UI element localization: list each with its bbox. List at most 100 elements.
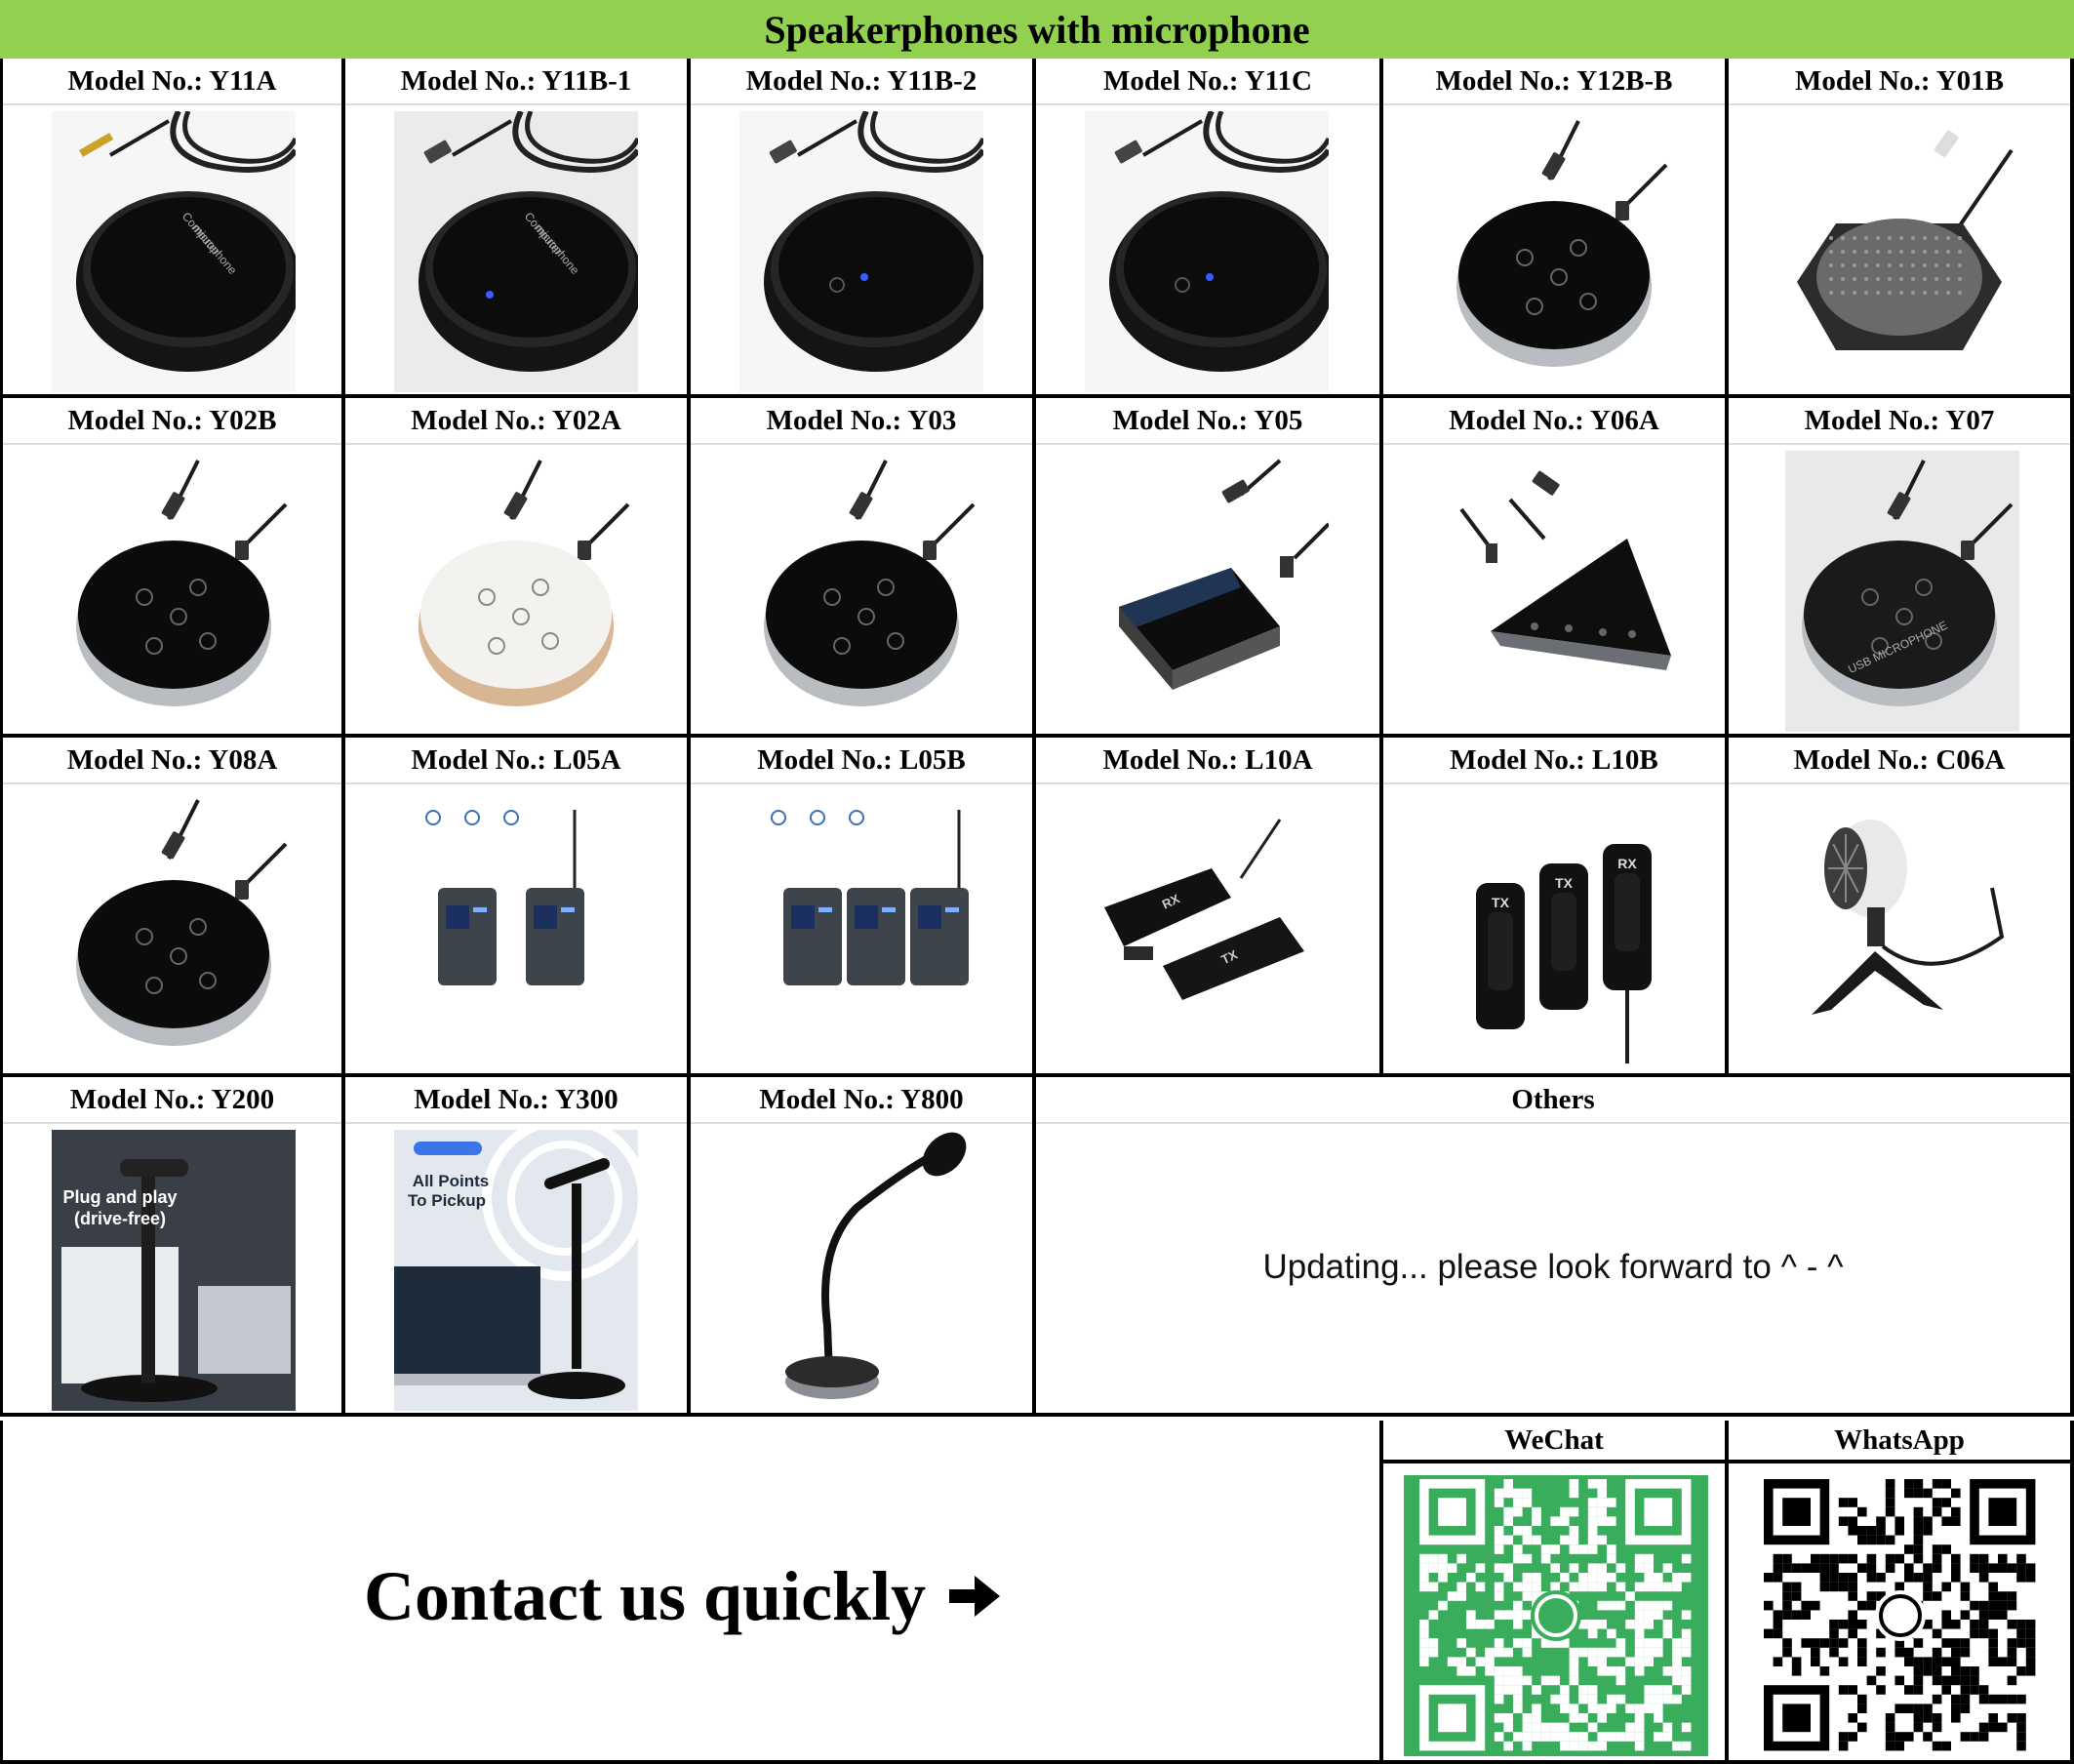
- product-image: [1459, 470, 1671, 670]
- contact-section: Contact us quickly: [0, 1421, 1383, 1764]
- product-photo: [394, 790, 638, 1071]
- others-updating-text: Updating... please look forward to ^ - ^: [1262, 1248, 1844, 1286]
- product-photo: [1777, 111, 2021, 392]
- product-model-label: Model No.: Y800: [691, 1077, 1032, 1124]
- wechat-icon: [1535, 1594, 1577, 1637]
- product-model-label: Model No.: Y02B: [3, 398, 341, 445]
- product-image: [1119, 459, 1329, 690]
- product-model-label: Model No.: Y11B-1: [345, 59, 687, 105]
- contact-heading-text: Contact us quickly: [364, 1556, 927, 1635]
- product-photo: [1432, 451, 1676, 732]
- wechat-label: WeChat: [1383, 1421, 1725, 1463]
- product-model-label: Model No.: L10B: [1383, 738, 1725, 784]
- svg-text:All Points: All Points: [413, 1172, 489, 1190]
- product-model-label: Model No.: Y08A: [3, 738, 341, 784]
- wechat-qr-cell: WeChat: [1383, 1421, 1729, 1764]
- product-image: [419, 460, 630, 706]
- product-card: Model No.: Y11B-2: [691, 59, 1036, 398]
- product-photo: [1432, 111, 1676, 392]
- svg-text:TX: TX: [1555, 875, 1574, 891]
- product-model-label: Model No.: Y06A: [1383, 398, 1725, 445]
- svg-text:To Pickup: To Pickup: [408, 1191, 486, 1210]
- product-model-label: Model No.: Y11B-2: [691, 59, 1032, 105]
- product-image: USB MICROPHONE: [1785, 451, 2019, 732]
- product-image: [1797, 130, 2014, 350]
- whatsapp-icon: [1879, 1594, 1922, 1637]
- product-model-label: Model No.: Y11C: [1036, 59, 1379, 105]
- product-model-label: Model No.: Y07: [1729, 398, 2070, 445]
- product-model-label: Model No.: Y01B: [1729, 59, 2070, 105]
- product-photo: RX TX: [1085, 790, 1329, 1071]
- svg-text:RX: RX: [1160, 891, 1182, 911]
- svg-text:(drive-free): (drive-free): [74, 1209, 166, 1228]
- svg-text:TX: TX: [1218, 946, 1240, 967]
- product-photo: USB MICROPHONE: [1777, 451, 2021, 732]
- product-photo: [394, 451, 638, 732]
- whatsapp-label: WhatsApp: [1729, 1421, 2070, 1463]
- wechat-qr-code[interactable]: [1404, 1475, 1708, 1756]
- product-image: RX TX: [1104, 819, 1304, 1000]
- product-model-label: Model No.: Y03: [691, 398, 1032, 445]
- product-image: [771, 810, 969, 985]
- product-card: Model No.: Y11C: [1036, 59, 1383, 398]
- page-title: Speakerphones with microphone: [0, 0, 2074, 62]
- product-photo: [1085, 111, 1329, 392]
- product-card: Model No.: Y02A: [345, 398, 691, 738]
- whatsapp-qr-code[interactable]: [1748, 1475, 2053, 1756]
- product-image: [76, 799, 288, 1046]
- product-photo: [52, 790, 296, 1071]
- product-photo: [739, 1130, 983, 1411]
- product-model-label: Model No.: Y300: [345, 1077, 687, 1124]
- arrow-right-icon: [947, 1573, 1002, 1620]
- product-model-label: Model No.: L05A: [345, 738, 687, 784]
- product-card: Model No.: L10A RX TX: [1036, 738, 1383, 1077]
- product-image: [764, 460, 976, 706]
- product-image: Plug and play (drive-free): [52, 1130, 296, 1411]
- product-card: Model No.: C06A: [1729, 738, 2074, 1077]
- others-label: Others: [1036, 1077, 2070, 1124]
- product-image: [425, 810, 584, 985]
- product-image: [785, 1132, 967, 1399]
- product-image: [739, 111, 983, 392]
- product-photo: [1085, 451, 1329, 732]
- product-card: Model No.: Y02B: [0, 398, 345, 738]
- product-card: Model No.: Y03: [691, 398, 1036, 738]
- product-image: [1812, 820, 2005, 1015]
- product-photo: [739, 790, 983, 1071]
- product-model-label: Model No.: Y200: [3, 1077, 341, 1124]
- svg-text:TX: TX: [1492, 895, 1510, 910]
- product-card: Model No.: Y800: [691, 1077, 1036, 1417]
- product-photo: [1777, 790, 2021, 1071]
- product-photo: [739, 451, 983, 732]
- product-model-label: Model No.: L10A: [1036, 738, 1379, 784]
- product-card: Model No.: Y05: [1036, 398, 1383, 738]
- product-model-label: Model No.: Y11A: [3, 59, 341, 105]
- svg-text:Plug and play: Plug and play: [62, 1187, 177, 1207]
- product-image: [1085, 111, 1329, 392]
- product-model-label: Model No.: C06A: [1729, 738, 2070, 784]
- product-photo: Plug and play (drive-free): [52, 1130, 296, 1411]
- product-photo: [52, 451, 296, 732]
- product-card: Model No.: L05B: [691, 738, 1036, 1077]
- product-photo: [739, 111, 983, 392]
- contact-heading: Contact us quickly: [364, 1557, 1002, 1635]
- product-card: Model No.: Y06A: [1383, 398, 1729, 738]
- product-model-label: Model No.: Y02A: [345, 398, 687, 445]
- product-card: Model No.: L05A: [345, 738, 691, 1077]
- product-model-label: Model No.: Y05: [1036, 398, 1379, 445]
